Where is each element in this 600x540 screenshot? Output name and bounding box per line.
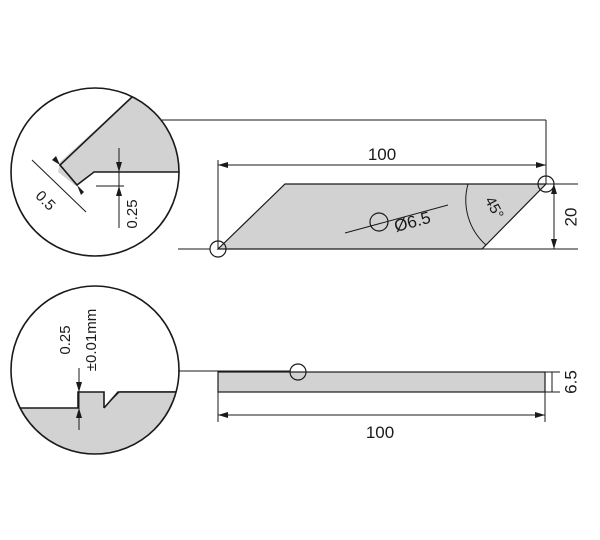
thickness-dimension: 6.5 xyxy=(545,370,580,394)
side-view: 6.5 100 xyxy=(178,363,580,442)
side-length-label: 100 xyxy=(366,423,394,442)
thickness-label: 6.5 xyxy=(561,370,580,394)
top-detail-view: 0.5 0.25 xyxy=(10,87,180,257)
top-view: 100 20 45° Ø6.5 xyxy=(162,119,580,258)
tolerance-label: ±0.01mm xyxy=(83,309,100,371)
hole-circle xyxy=(369,212,389,232)
bottom-detail-view: 0.25 ±0.01mm xyxy=(10,285,180,455)
side-detail-marker xyxy=(289,363,307,381)
height-dimension: 20 xyxy=(482,183,580,250)
step-label: 0.25 xyxy=(57,325,74,354)
edge-depth-label: 0.25 xyxy=(124,199,141,228)
height-label: 20 xyxy=(561,208,580,227)
top-length-dimension: 100 xyxy=(218,145,546,168)
blade-side-shape xyxy=(217,371,546,393)
edge-width-label: 0.5 xyxy=(32,187,59,214)
side-length-dimension: 100 xyxy=(217,392,546,442)
top-length-label: 100 xyxy=(368,145,396,164)
